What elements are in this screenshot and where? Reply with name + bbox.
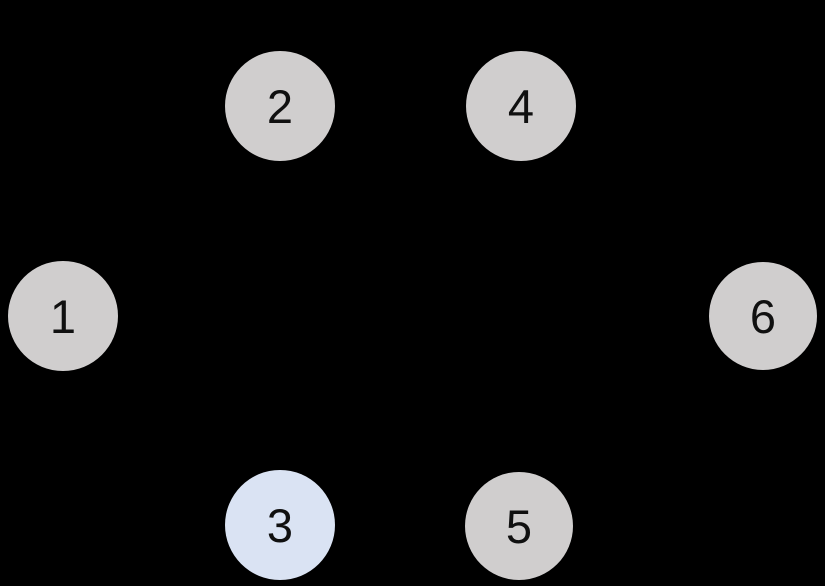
graph-node-4[interactable]: 4 [466, 51, 576, 161]
graph-node-3[interactable]: 3 [225, 470, 335, 580]
graph-node-2[interactable]: 2 [225, 51, 335, 161]
node-label: 3 [266, 498, 294, 552]
node-label: 2 [266, 79, 294, 133]
graph-node-1[interactable]: 1 [8, 261, 118, 371]
node-label: 5 [505, 499, 533, 553]
graph-node-5[interactable]: 5 [465, 472, 573, 580]
node-label: 4 [507, 79, 535, 133]
graph-node-6[interactable]: 6 [709, 262, 817, 370]
node-label: 6 [749, 289, 777, 343]
node-label: 1 [49, 289, 77, 343]
